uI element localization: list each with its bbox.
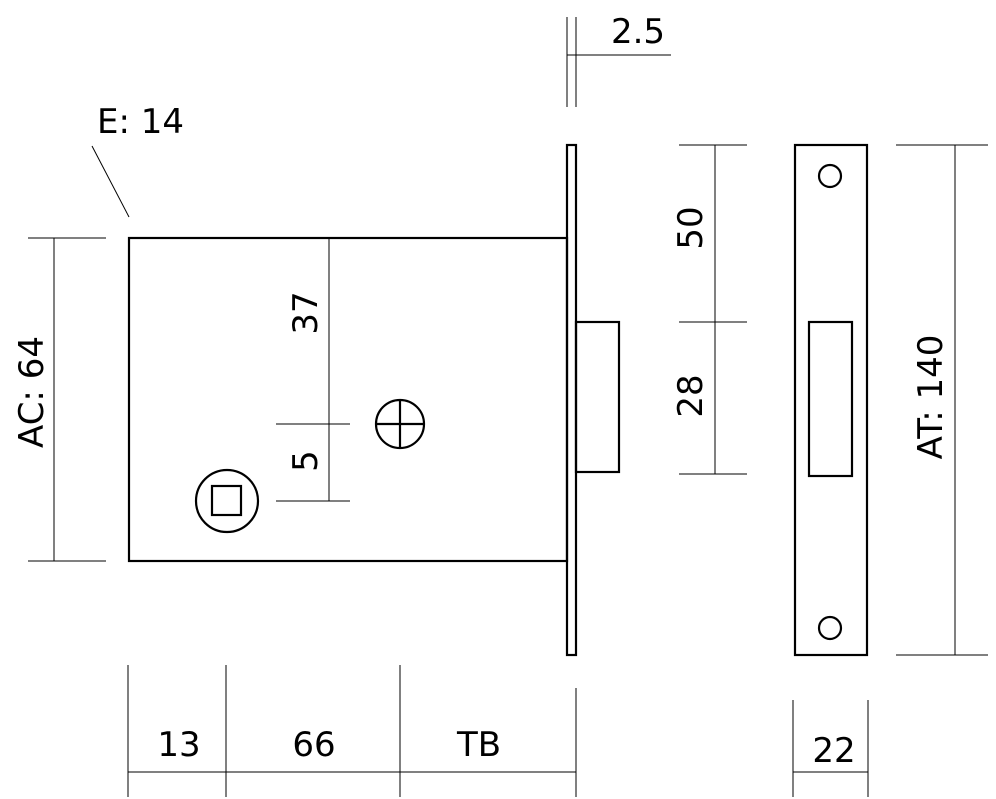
upper-strike-label: 50 [671,206,711,249]
screw-hole-icon [817,615,843,641]
gap-label: 2.5 [611,12,665,52]
screw-hole-icon [817,163,843,189]
dimension-lines [28,17,988,797]
bottom-c-label: TB [456,725,501,765]
bottom-b-label: 66 [292,725,335,765]
cylinder-hole-icon [374,398,426,450]
strike-opening [807,320,854,478]
top-to-cylinder-label: 37 [286,291,326,334]
spindle-hub-icon [194,468,260,534]
strike-width-label: 22 [812,731,855,771]
strike-plate [793,143,869,657]
cylinder-to-spindle-label: 5 [286,450,326,472]
lower-strike-label: 28 [671,374,711,417]
latch-bolt [574,320,621,474]
total-height-label: AT: 140 [911,335,951,460]
lock-case [127,236,569,563]
edge-label: E: 14 [97,102,184,142]
faceplate [565,143,578,657]
bottom-a-label: 13 [157,725,200,765]
case-height-label: AC: 64 [12,336,52,448]
